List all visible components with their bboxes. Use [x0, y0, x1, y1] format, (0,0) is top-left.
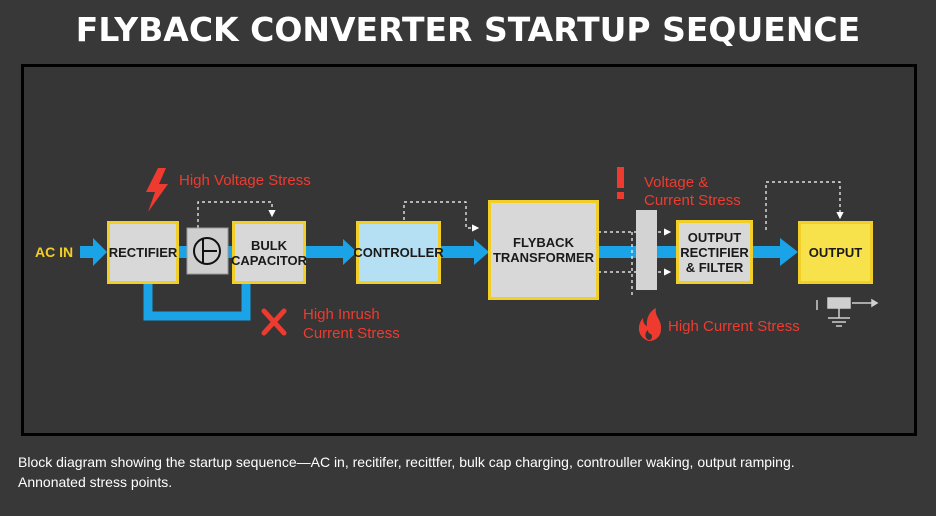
output-rectifier-block: OUTPUT RECTIFIER & FILTER — [676, 220, 753, 284]
diagram-caption: Block diagram showing the startup sequen… — [18, 452, 918, 492]
flow-controller-transformer — [440, 239, 489, 265]
caption-line-2: Annonated stress points. — [18, 474, 173, 490]
flyback-transformer-label: FLYBACK TRANSFORMER — [492, 235, 595, 265]
lightning-bolt-icon — [146, 168, 168, 212]
inrush-stress-line2: Current Stress — [303, 325, 400, 342]
voltage-current-stress-line1: Voltage & — [644, 174, 709, 191]
flow-switch-bulk — [228, 246, 234, 258]
controller-block: CONTROLLER — [353, 221, 444, 284]
high-current-stress-label: High Current Stress — [668, 318, 800, 335]
flyback-transformer-block: FLYBACK TRANSFORMER — [488, 200, 599, 300]
output-block: OUTPUT — [798, 221, 873, 284]
caption-line-1: Block diagram showing the startup sequen… — [18, 454, 795, 470]
ac-in-label: AC IN — [35, 244, 74, 260]
exclamation-icon — [617, 167, 624, 199]
output-label: OUTPUT — [808, 245, 863, 260]
ground-icon — [816, 297, 879, 327]
voltage-current-stress-line2: Current Stress — [644, 192, 741, 209]
bulk-capacitor-label: BULK CAPACITOR — [230, 237, 308, 268]
rectifier-block: RECTIFIER — [107, 221, 179, 284]
flow-bulk-controller — [305, 239, 357, 265]
flame-icon — [638, 308, 662, 341]
flow-outrect-output — [752, 238, 798, 266]
dashed-control-lines — [197, 181, 844, 298]
inrush-bypass-path — [143, 282, 251, 321]
isolation-barrier — [636, 210, 657, 290]
rectifier-label: RECTIFIER — [108, 245, 178, 260]
high-voltage-stress-label: High Voltage Stress — [179, 172, 311, 189]
x-mark-icon — [261, 308, 287, 336]
ac-in-arrow — [80, 238, 107, 266]
inrush-stress-line1: High Inrush — [303, 306, 380, 323]
controller-label: CONTROLLER — [353, 245, 444, 260]
output-rectifier-label: OUTPUT RECTIFIER & FILTER — [680, 229, 749, 275]
bulk-capacitor-block: BULK CAPACITOR — [230, 221, 308, 284]
flow-rectifier-switch — [178, 246, 188, 258]
switch-symbol-icon — [186, 227, 229, 275]
diagram-title: FLYBACK CONVERTER STARTUP SEQUENCE — [75, 10, 861, 49]
